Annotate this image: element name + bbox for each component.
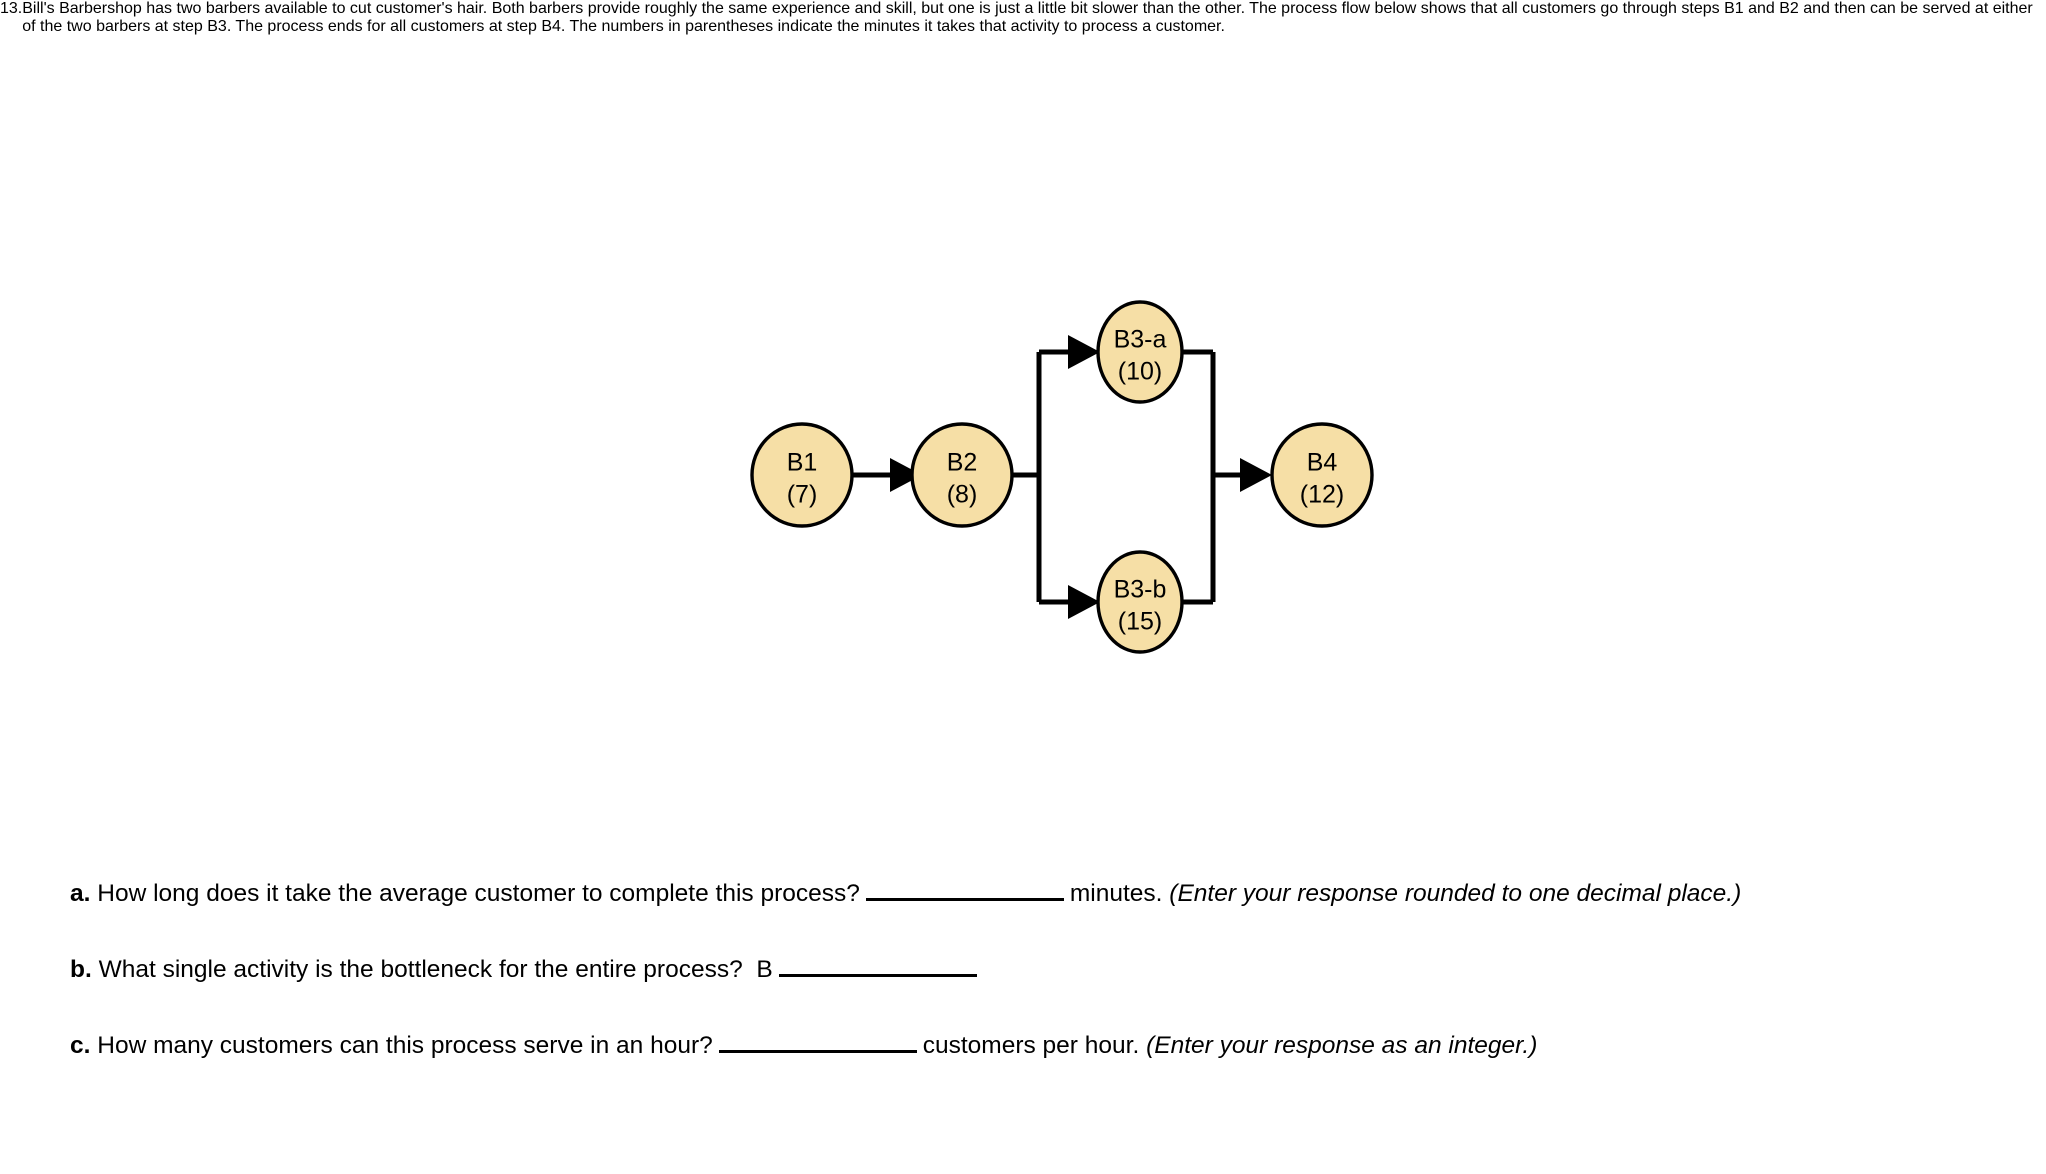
node-b3-b: B3-b (15) — [1096, 550, 1184, 654]
edge-b3-merge-b4 — [1182, 349, 1272, 605]
node-b2-duration: (8) — [947, 481, 978, 509]
subquestion-a-letter: a. — [70, 880, 91, 907]
node-b3-b-label: B3-b — [1114, 576, 1167, 604]
subquestion-b-letter: b. — [70, 956, 92, 983]
node-b1-duration: (7) — [787, 481, 818, 509]
subquestion-a-hint: (Enter your response rounded to one deci… — [1169, 880, 1742, 907]
subquestion-a-unit: minutes. — [1069, 880, 1163, 907]
subquestion-c: c. How many customers can this process s… — [70, 1028, 1537, 1061]
subquestion-b: b. What single activity is the bottlenec… — [70, 952, 983, 985]
subquestion-c-hint: (Enter your response as an integer.) — [1146, 1032, 1538, 1059]
node-b1-label: B1 — [787, 449, 818, 477]
subquestion-c-answer-input[interactable] — [718, 1028, 917, 1053]
subquestion-b-prefix: B — [756, 956, 773, 983]
node-b1: B1 (7) — [750, 422, 854, 528]
subquestion-c-prompt: How many customers can this process serv… — [97, 1032, 713, 1059]
edge-b1-b2 — [852, 458, 922, 492]
node-b3-a: B3-a (10) — [1096, 300, 1184, 404]
subquestion-b-prompt: What single activity is the bottleneck f… — [98, 956, 743, 983]
node-b3-b-duration: (15) — [1118, 608, 1162, 636]
node-b4-label: B4 — [1307, 449, 1338, 477]
node-b3-a-duration: (10) — [1118, 358, 1162, 386]
node-b4: B4 (12) — [1270, 422, 1374, 528]
subquestion-a-prompt: How long does it take the average custom… — [97, 880, 860, 907]
subquestion-c-letter: c. — [70, 1032, 91, 1059]
node-b2-label: B2 — [947, 449, 978, 477]
subquestion-b-answer-input[interactable] — [778, 952, 977, 977]
process-flow-diagram: B1 (7) B2 (8) B3-a (10) B3-b (15) B4 (12… — [700, 270, 1460, 700]
question-text: Bill's Barbershop has two barbers availa… — [22, 0, 2033, 35]
node-b3-a-label: B3-a — [1114, 326, 1167, 354]
node-b4-duration: (12) — [1300, 481, 1344, 509]
question-number: 13. — [0, 0, 23, 17]
subquestion-a-answer-input[interactable] — [865, 876, 1064, 901]
node-b2: B2 (8) — [910, 422, 1014, 528]
subquestion-a: a. How long does it take the average cus… — [70, 876, 1741, 909]
subquestion-c-unit: customers per hour. — [922, 1032, 1140, 1059]
question-block: 13. Bill's Barbershop has two barbers av… — [0, 0, 2046, 36]
edge-b2-split — [1012, 335, 1100, 619]
